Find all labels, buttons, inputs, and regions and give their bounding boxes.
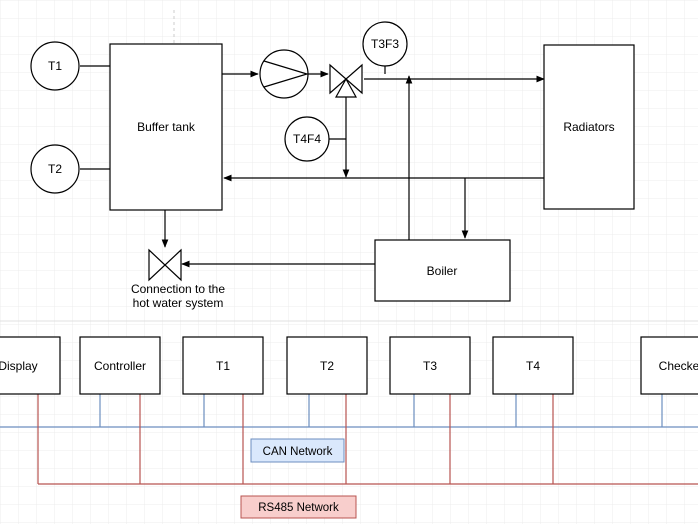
rs485-network-badge <box>240 495 357 519</box>
hot-water-label-line2: hot water system <box>133 296 224 310</box>
can-bus <box>0 394 698 428</box>
can-network-badge <box>250 438 345 463</box>
hot-water-label-line1: Connection to the <box>131 282 225 296</box>
device-t4-label: T4 <box>526 359 540 373</box>
device-controller[interactable] <box>79 336 161 395</box>
boiler[interactable] <box>374 239 511 302</box>
mixing-valve-icon[interactable] <box>329 63 363 98</box>
radiators-label: Radiators <box>563 120 614 134</box>
device-t1-label: T1 <box>216 359 230 373</box>
device-display[interactable] <box>0 336 61 395</box>
sensor-t3f3-circle[interactable] <box>362 21 408 67</box>
sensor-t4f4-label: T4F4 <box>293 132 321 146</box>
hot-water-valve-icon[interactable] <box>148 248 182 282</box>
sensor-t4f4-circle[interactable] <box>284 116 330 162</box>
sensor-t1-label: T1 <box>48 59 62 73</box>
device-t3[interactable] <box>389 336 471 395</box>
boiler-label: Boiler <box>427 264 458 278</box>
device-t1[interactable] <box>182 336 264 395</box>
device-controller-label: Controller <box>94 359 146 373</box>
sensor-t3f3-label: T3F3 <box>371 37 399 51</box>
can-network-label: CAN Network <box>263 446 333 458</box>
sensor-t2-label: T2 <box>48 162 62 176</box>
rs485-network-label: RS485 Network <box>258 502 339 514</box>
pump-icon[interactable] <box>259 49 310 99</box>
device-t2[interactable] <box>286 336 368 395</box>
sensor-t1-circle[interactable] <box>30 41 80 91</box>
device-display-label: Display <box>0 359 38 373</box>
device-checker[interactable] <box>640 336 698 395</box>
rs485-bus <box>37 394 698 485</box>
device-t2-label: T2 <box>320 359 334 373</box>
device-t3-label: T3 <box>423 359 437 373</box>
buffer-tank[interactable] <box>109 43 223 211</box>
radiators[interactable] <box>543 44 635 210</box>
buffer-tank-label: Buffer tank <box>137 120 196 134</box>
sensor-t2-circle[interactable] <box>30 144 80 194</box>
device-checker-label: Checker <box>659 359 698 373</box>
device-t4[interactable] <box>492 336 574 395</box>
